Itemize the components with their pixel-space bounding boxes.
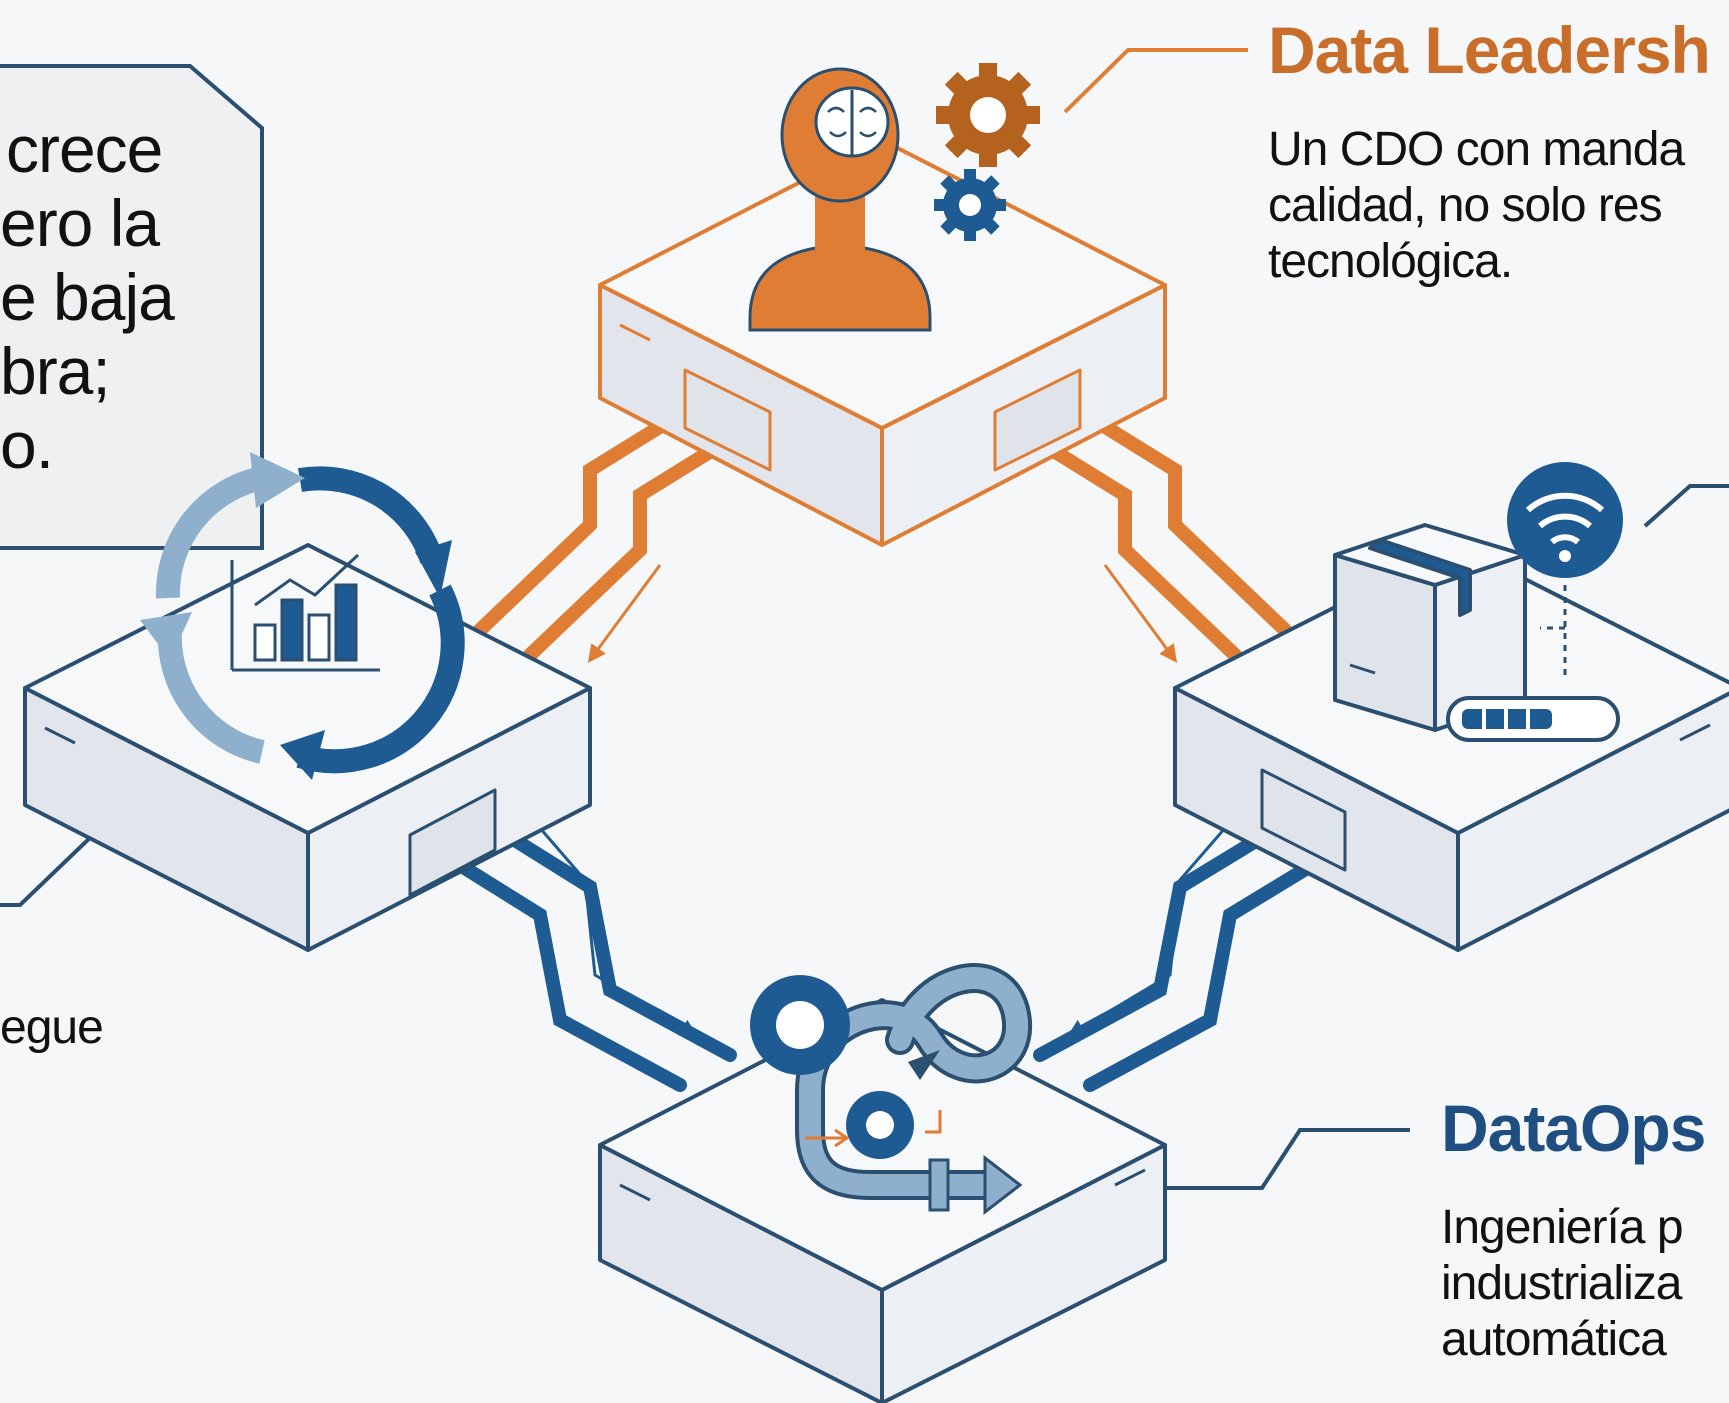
data-leadership-title: Data Leadersh: [1268, 13, 1711, 87]
arrow-top-left: [587, 564, 662, 663]
left-callout-box: [0, 64, 264, 550]
wifi-icon: [1507, 462, 1623, 578]
left-callout-line: e baja: [0, 260, 175, 334]
leader-line-left: [0, 831, 97, 907]
left-callout-line: bra;: [0, 334, 111, 408]
left-callout-text: crece ero la e baja bra; o.: [0, 112, 175, 482]
dataops-block: DataOps Ingeniería p industrializa autom…: [1441, 1091, 1706, 1368]
left-callout-line: ero la: [0, 186, 160, 260]
analytics-cycle-icon: [140, 452, 465, 780]
package-icon: [1333, 523, 1527, 732]
leader-line-bottom: [1165, 1128, 1410, 1190]
platform-top: [598, 138, 1167, 547]
left-callout-line: o.: [0, 408, 54, 482]
platform-bottom: [598, 998, 1167, 1403]
data-leadership-block: Data Leadersh Un CDO con manda calidad, …: [1268, 13, 1711, 290]
leader-line-top: [1063, 48, 1248, 114]
connector-left-bottom: [413, 805, 737, 1092]
data-leadership-line: calidad, no solo res: [1268, 179, 1663, 232]
data-leadership-line: tecnológica.: [1268, 235, 1513, 288]
dataops-body: Ingeniería p industrializa automática: [1441, 1200, 1705, 1368]
leader-line-right: [1643, 484, 1729, 528]
data-leadership-body: Un CDO con manda calidad, no solo res te…: [1268, 122, 1710, 290]
arrow-top-right: [1103, 564, 1178, 663]
connector-top-left: [473, 395, 752, 662]
brain-person-icon: [748, 67, 932, 332]
dataops-line: automática: [1441, 1313, 1667, 1366]
connector-right-bottom: [1033, 807, 1357, 1092]
gear-icon: [936, 63, 1040, 167]
bar-chart-icon: [230, 553, 380, 672]
data-leadership-line: Un CDO con manda: [1268, 123, 1685, 176]
dotted-link: [1540, 585, 1567, 680]
arrow-left-bottom: [518, 804, 699, 1037]
left-caption-line: egue: [0, 1001, 104, 1054]
connector-top-right: [1013, 395, 1292, 662]
progress-bar-icon: [1446, 696, 1620, 742]
dataops-title: DataOps: [1441, 1091, 1706, 1165]
pipeline-infinity-icon: [750, 963, 1032, 1216]
dataops-line: Ingeniería p: [1441, 1201, 1684, 1254]
dataops-line: industrializa: [1441, 1257, 1682, 1310]
gear-icon: [934, 169, 1006, 241]
arrow-right-bottom: [1066, 804, 1247, 1037]
left-caption: egue: [0, 1000, 104, 1056]
left-callout-line: crece: [6, 112, 163, 186]
